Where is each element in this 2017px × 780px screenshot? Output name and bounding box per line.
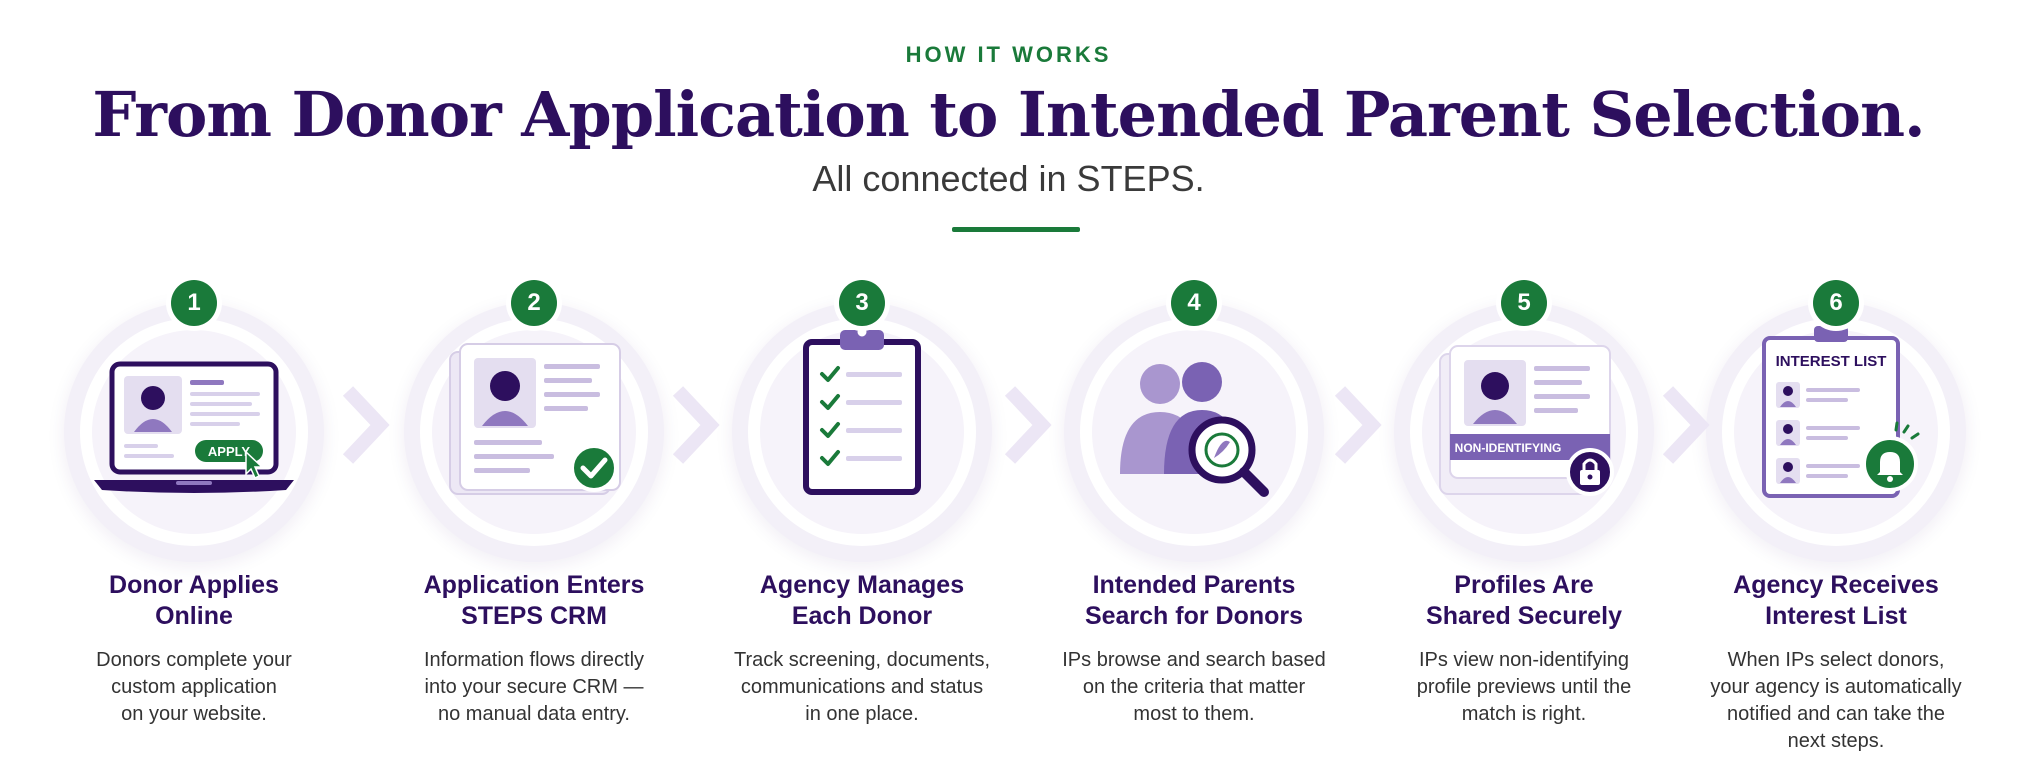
interest-list-label: INTEREST LIST bbox=[1776, 353, 1887, 370]
chevron-right-icon bbox=[1662, 386, 1710, 464]
step-number-badge: 2 bbox=[511, 280, 557, 326]
step-description: Track screening, documents,communication… bbox=[733, 649, 991, 725]
step-number-badge: 3 bbox=[839, 280, 885, 326]
chevron-right-icon bbox=[1004, 386, 1052, 464]
non-identifying-label: NON-IDENTIFYING bbox=[1455, 441, 1562, 455]
step-number-badge: 1 bbox=[171, 280, 217, 326]
interest-list-bell-icon: INTEREST LIST bbox=[1762, 326, 1920, 498]
step-number-badge: 5 bbox=[1501, 280, 1547, 326]
page-title: From Donor Application to Intended Paren… bbox=[92, 78, 1925, 151]
step-number-badge: 6 bbox=[1813, 280, 1859, 326]
chevron-right-icon bbox=[1334, 386, 1382, 464]
step-number-badge: 4 bbox=[1171, 280, 1217, 326]
profile-document-check-icon bbox=[449, 343, 621, 495]
page-subtitle: All connected in STEPS. bbox=[812, 158, 1205, 199]
section-eyebrow: HOW IT WORKS bbox=[905, 42, 1112, 67]
laptop-application-icon: APPLY bbox=[94, 361, 294, 493]
people-search-icon bbox=[1120, 362, 1269, 497]
apply-button-label: APPLY bbox=[208, 444, 250, 459]
clipboard-checklist-icon bbox=[803, 324, 921, 495]
secure-profile-lock-icon: NON-IDENTIFYING bbox=[1439, 345, 1614, 496]
step-description: When IPs select donors,your agency is au… bbox=[1710, 649, 1962, 752]
chevron-right-icon bbox=[672, 386, 720, 464]
title-divider bbox=[952, 227, 1080, 232]
chevron-right-icon bbox=[342, 386, 390, 464]
